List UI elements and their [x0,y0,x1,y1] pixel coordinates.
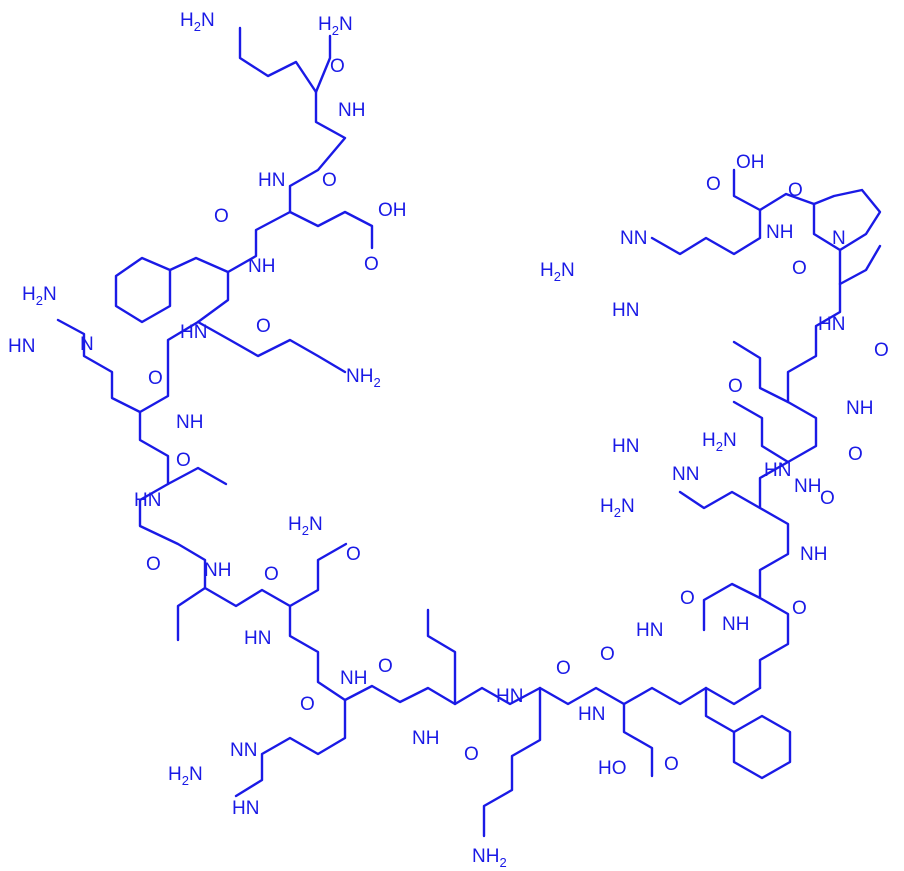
nh-label: NH [722,614,749,635]
amine-label: H2N [540,260,575,284]
nh-label: NH [248,256,275,277]
oxygen-label: O [300,694,315,715]
oxygen-label: O [214,206,229,227]
amine-label: NH2 [472,846,507,870]
oxygen-label: O [820,488,835,509]
oxygen-label: O [792,258,807,279]
oxygen-label: O [330,56,345,77]
oxygen-label: O [600,644,615,665]
oxygen-label: O [680,588,695,609]
hn-label: HN [244,628,271,649]
hn-label: HN [636,620,663,641]
amine-label: H2N [168,764,203,788]
bond-layer [56,26,882,838]
oxygen-label: O [264,564,279,585]
nh-label: NH [794,476,821,497]
amine-label: H2N [600,496,635,520]
nh-label: NH [340,668,367,689]
amine-label: NN [620,228,647,249]
atom-label-layer: H2N H2N O NH O HN OH O O NH O HN NH2 O N… [8,10,889,870]
hn-label: HN [764,460,791,481]
oxygen-label: O [556,658,571,679]
oxygen-label: O [148,368,163,389]
oxygen-label: O [364,254,379,275]
oxygen-label: O [792,598,807,619]
hn-label: HN [612,300,639,321]
nh-label: NH [204,560,231,581]
oxygen-label: O [788,180,803,201]
nh-label: NH [766,222,793,243]
nh-label: NH [412,728,439,749]
oxygen-label: O [464,744,479,765]
oxygen-label: O [146,554,161,575]
hydroxyl-label: OH [736,152,765,173]
amine-label: H2N [180,10,215,34]
nh-label: NH [338,100,365,121]
nh-label: NH [800,544,827,565]
oxygen-label: O [346,544,361,565]
hn-label: HN [8,336,35,357]
nitrogen-label: N [832,228,846,249]
amine-label: H2N [288,514,323,538]
amine-label: H2N [702,430,737,454]
oxygen-label: O [728,376,743,397]
nh-label: N [80,334,94,355]
amine-label: H2N [22,284,57,308]
amine-label: NH2 [346,366,381,390]
nh-label: NH [176,412,203,433]
oxygen-label: O [256,316,271,337]
oxygen-label: O [176,450,191,471]
nh-label: NH [846,398,873,419]
hn-label: HN [818,314,845,335]
hn-label: HN [578,704,605,725]
hn-label: HN [258,170,285,191]
oxygen-label: O [874,340,889,361]
oxygen-label: O [664,754,679,775]
amine-label: H2N [318,14,353,38]
oxygen-label: O [848,444,863,465]
hn-label: HN [232,798,259,819]
amine-label: NN [230,740,257,761]
hydroxyl-label: OH [378,200,407,221]
hn-label: HN [180,322,207,343]
oxygen-label: O [706,174,721,195]
amine-label: NN [672,464,699,485]
hydroxyl-label: HO [598,758,627,779]
hn-label: HN [612,436,639,457]
oxygen-label: O [378,656,393,677]
hn-label: HN [496,686,523,707]
hn-label: HN [134,490,161,511]
oxygen-label: O [322,170,337,191]
